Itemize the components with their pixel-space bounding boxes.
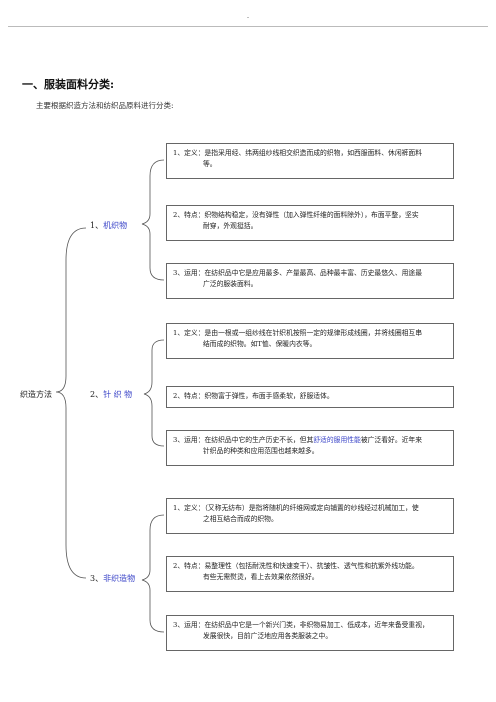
category-number: 3、 — [90, 574, 104, 583]
box-line: 有些无需熨烫，看上去效果依然很好。 — [203, 573, 319, 581]
box-line: 之相互结合而成的织物。 — [203, 515, 278, 523]
section-title: 一、服装面料分类: — [22, 78, 115, 91]
box-line: 等。 — [203, 160, 217, 168]
knitted-definition-box: 1、定义：是由一根或一组纱线在针织机按照一定的规律形成线圈，并将线圈相互串 结而… — [166, 323, 454, 359]
header-mark: - — [246, 14, 250, 21]
box-line: 1、定义：是指采用经、纬两组纱线相交织造而成的织物，如西服面料、休闲裤面料 — [173, 149, 423, 157]
cat1-brace — [141, 159, 165, 281]
box-text: 3、运用：在纺织品中它的生产历史不长，但其 — [173, 436, 314, 444]
woven-definition-box: 1、定义：是指采用经、纬两组纱线相交织造而成的织物，如西服面料、休闲裤面料 等。 — [166, 143, 454, 179]
box-line: 3、运用：在纺织品中它是一个新兴门类，非织物易加工、低成本，近年来备受重视， — [173, 621, 429, 629]
nonwoven-feature-box: 2、特点：易整理性（包括耐洗性和快速变干）、抗皱性、透气性和抗紫外线功能。 有些… — [166, 556, 454, 592]
category-woven: 1、机织物 — [90, 220, 127, 231]
category-number: 1、 — [90, 221, 104, 230]
root-brace — [55, 227, 87, 579]
knitted-feature-box: 2、特点：织物富于弹性，布面手感柔软，舒服适体。 — [166, 386, 454, 408]
box-line: 3、运用：在纺织品中它是应用最多、产量最高、品种最丰富、历史最悠久、用途最 — [173, 269, 423, 277]
woven-feature-box: 2、特点：织物结构稳定，没有弹性（加入弹性纤维的面料除外），布面平整，坚实 耐穿… — [166, 205, 454, 241]
knitted-usage-box: 3、运用：在纺织品中它的生产历史不长，但其舒适的服用性能被广泛看好。近年来 针织… — [166, 430, 454, 466]
highlighted-text: 舒适的服用性能 — [313, 436, 361, 444]
box-line: 耐穿，外观挺括。 — [203, 222, 258, 230]
cat3-brace — [141, 514, 165, 633]
category-knitted: 2、针 织 物 — [90, 389, 132, 400]
box-line: 1、定义：是由一根或一组纱线在针织机按照一定的规律形成线圈，并将线圈相互串 — [173, 329, 423, 337]
nonwoven-definition-box: 1、定义：（又称无纺布）是指将随机的纤维网或定向铺置的纱线经过机械加工，使 之相… — [166, 498, 454, 534]
box-line: 广泛的服装面料。 — [203, 280, 258, 288]
category-name: 针 织 物 — [103, 390, 133, 399]
box-line: 2、特点：织物富于弹性，布面手感柔软，舒服适体。 — [173, 392, 334, 400]
box-line: 3、运用：在纺织品中它的生产历史不长，但其舒适的服用性能被广泛看好。近年来 — [173, 435, 445, 446]
box-line: 发展很快，目前广泛地应用各类服装之中。 — [203, 632, 333, 640]
box-line: 2、特点：织物结构稳定，没有弹性（加入弹性纤维的面料除外），布面平整，坚实 — [173, 211, 419, 219]
box-line: 针织品的种类和应用范围也越来越多。 — [203, 447, 319, 455]
cat2-brace — [143, 339, 165, 447]
box-line: 2、特点：易整理性（包括耐洗性和快速变干）、抗皱性、透气性和抗紫外线功能。 — [173, 562, 419, 570]
woven-usage-box: 3、运用：在纺织品中它是应用最多、产量最高、品种最丰富、历史最悠久、用途最 广泛… — [166, 263, 454, 299]
section-subtitle: 主要根据织造方法和纺织品原料进行分类: — [36, 101, 174, 110]
category-name: 非织造物 — [103, 574, 136, 583]
category-nonwoven: 3、非织造物 — [90, 573, 135, 584]
category-number: 2、 — [90, 390, 104, 399]
box-text: 被广泛看好。近年来 — [360, 436, 423, 444]
box-line: 1、定义：（又称无纺布）是指将随机的纤维网或定向铺置的纱线经过机械加工，使 — [173, 504, 419, 512]
nonwoven-usage-box: 3、运用：在纺织品中它是一个新兴门类，非织物易加工、低成本，近年来备受重视， 发… — [166, 615, 454, 651]
root-label: 织造方法 — [20, 390, 52, 399]
category-name: 机织物 — [103, 221, 128, 230]
box-line: 结而成的织物。如T恤、保暖内衣等。 — [203, 340, 317, 348]
header-rule — [8, 26, 488, 27]
